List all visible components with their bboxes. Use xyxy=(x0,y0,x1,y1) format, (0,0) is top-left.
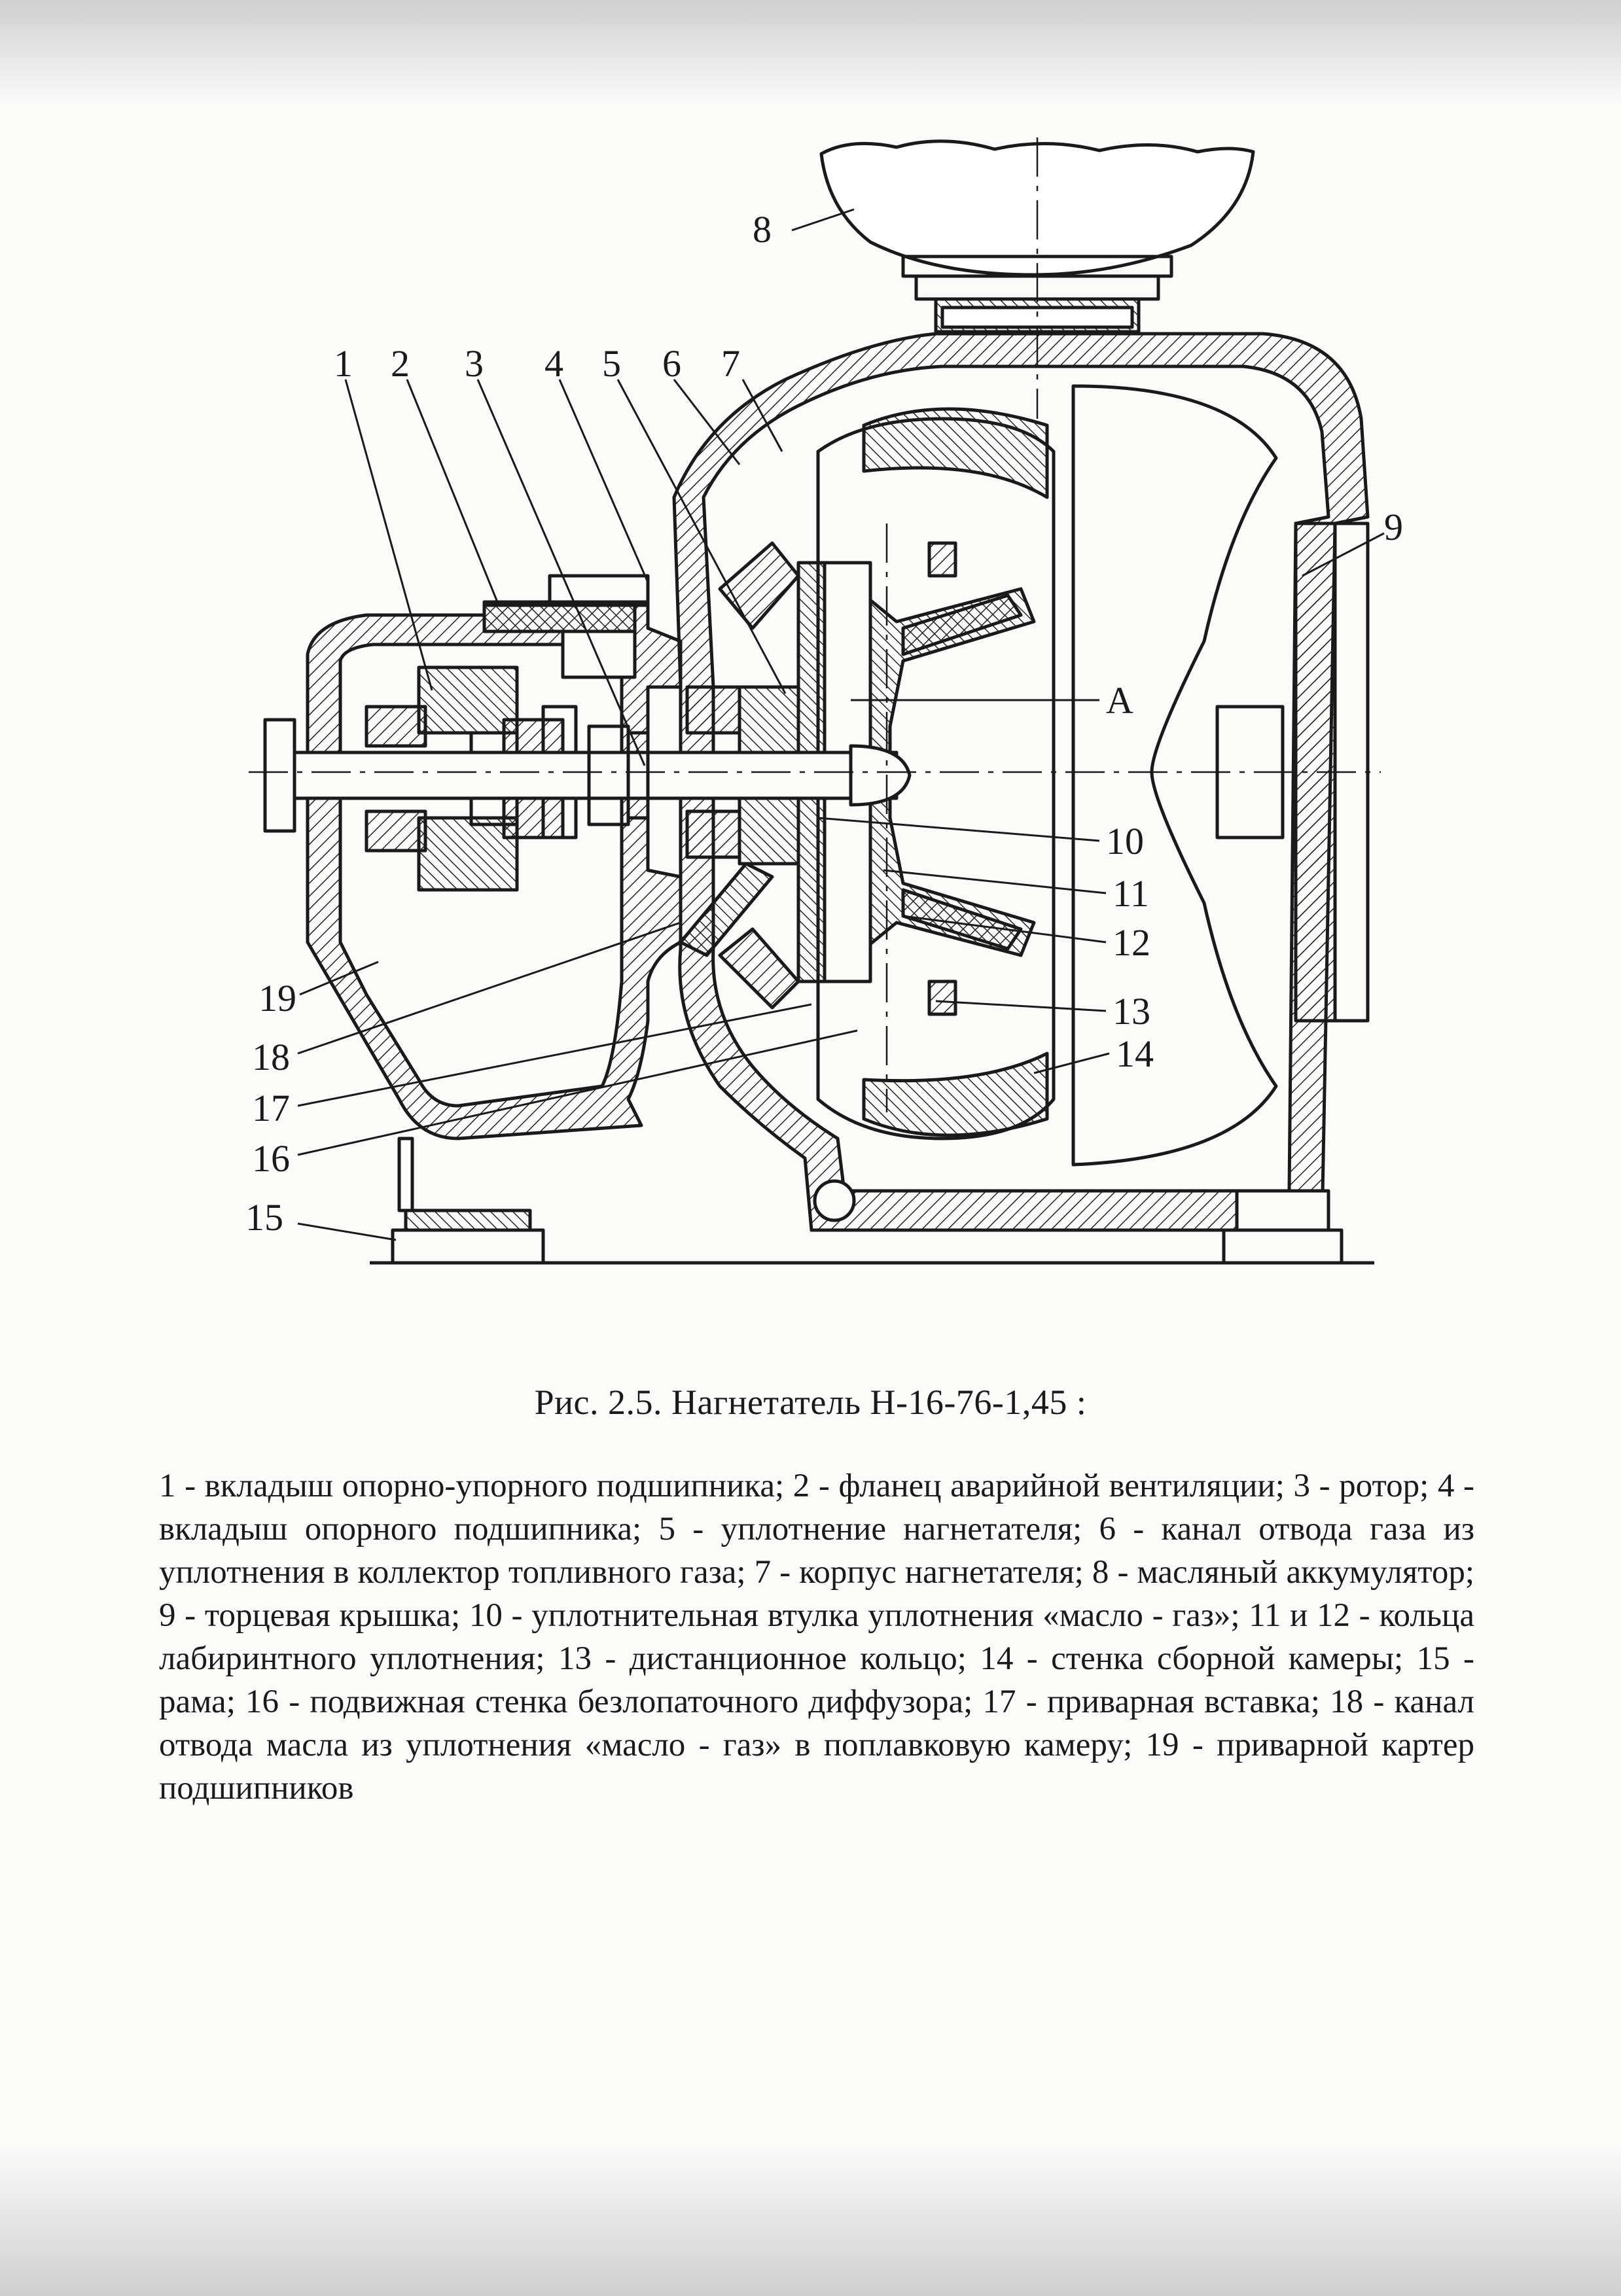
callout-labels: 8 1 2 3 4 5 6 7 9 A 10 11 12 13 14 15 16… xyxy=(245,208,1403,1239)
callout-3: 3 xyxy=(465,342,484,385)
callout-4: 4 xyxy=(544,342,563,385)
scan-shadow-bottom xyxy=(0,2146,1621,2296)
callout-2: 2 xyxy=(391,342,410,385)
scan-shadow-top xyxy=(0,0,1621,105)
callout-17: 17 xyxy=(252,1087,290,1129)
callout-16: 16 xyxy=(252,1137,290,1180)
callout-7: 7 xyxy=(721,342,740,385)
callout-9: 9 xyxy=(1384,506,1403,548)
callout-1: 1 xyxy=(334,342,353,385)
end-cover xyxy=(1215,521,1370,1023)
rotor-shaft xyxy=(263,718,912,833)
callout-10: 10 xyxy=(1106,820,1144,862)
oil-drain-channel xyxy=(679,862,774,957)
callout-A: A xyxy=(1106,679,1133,722)
figure-legend: 1 - вкладыш опорно-упорного подшипника; … xyxy=(159,1468,1474,1807)
thrust-bearing-liner xyxy=(365,665,519,892)
callout-19: 19 xyxy=(258,977,296,1019)
callout-15: 15 xyxy=(245,1196,283,1239)
callout-5: 5 xyxy=(602,342,621,385)
figure-caption: Рис. 2.5. Нагнетатель Н-16-76-1,45 : xyxy=(534,1383,1087,1422)
compressor-section-drawing: 8 1 2 3 4 5 6 7 9 A 10 11 12 13 14 15 16… xyxy=(245,137,1403,1265)
callout-8: 8 xyxy=(753,208,772,251)
callout-18: 18 xyxy=(252,1036,290,1078)
callout-13: 13 xyxy=(1113,990,1150,1033)
frame xyxy=(370,1137,1374,1265)
callout-14: 14 xyxy=(1116,1033,1154,1075)
leader-lines xyxy=(297,208,1385,1241)
callout-11: 11 xyxy=(1113,872,1149,915)
centerlines xyxy=(249,137,1381,1112)
callout-12: 12 xyxy=(1113,921,1150,964)
callout-6: 6 xyxy=(662,342,681,385)
